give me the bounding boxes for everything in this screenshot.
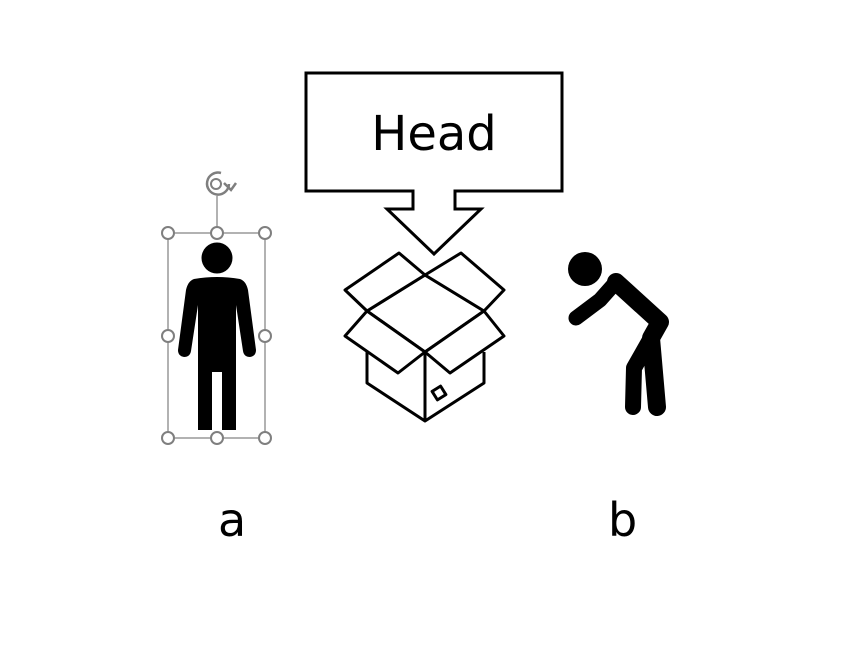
- resize-handle-left: [161, 329, 175, 343]
- resize-handle-right: [258, 329, 272, 343]
- resize-handle-bottom-left: [161, 431, 175, 445]
- resize-handle-bottom-right: [258, 431, 272, 445]
- callout-label: Head: [371, 106, 497, 162]
- resize-handle-top-right: [258, 226, 272, 240]
- rotate-handle-icon[interactable]: [205, 171, 238, 196]
- resize-handle-bottom: [210, 431, 224, 445]
- resize-handles[interactable]: [161, 226, 272, 445]
- resize-handle-top: [210, 226, 224, 240]
- open-box-icon[interactable]: [343, 251, 506, 423]
- bending-person-icon[interactable]: [568, 252, 669, 416]
- callout-shape[interactable]: [304, 71, 564, 257]
- label-b: b: [608, 493, 638, 547]
- label-a: a: [218, 493, 247, 547]
- resize-handle-top-left: [161, 226, 175, 240]
- standing-person-icon[interactable]: [178, 242, 256, 431]
